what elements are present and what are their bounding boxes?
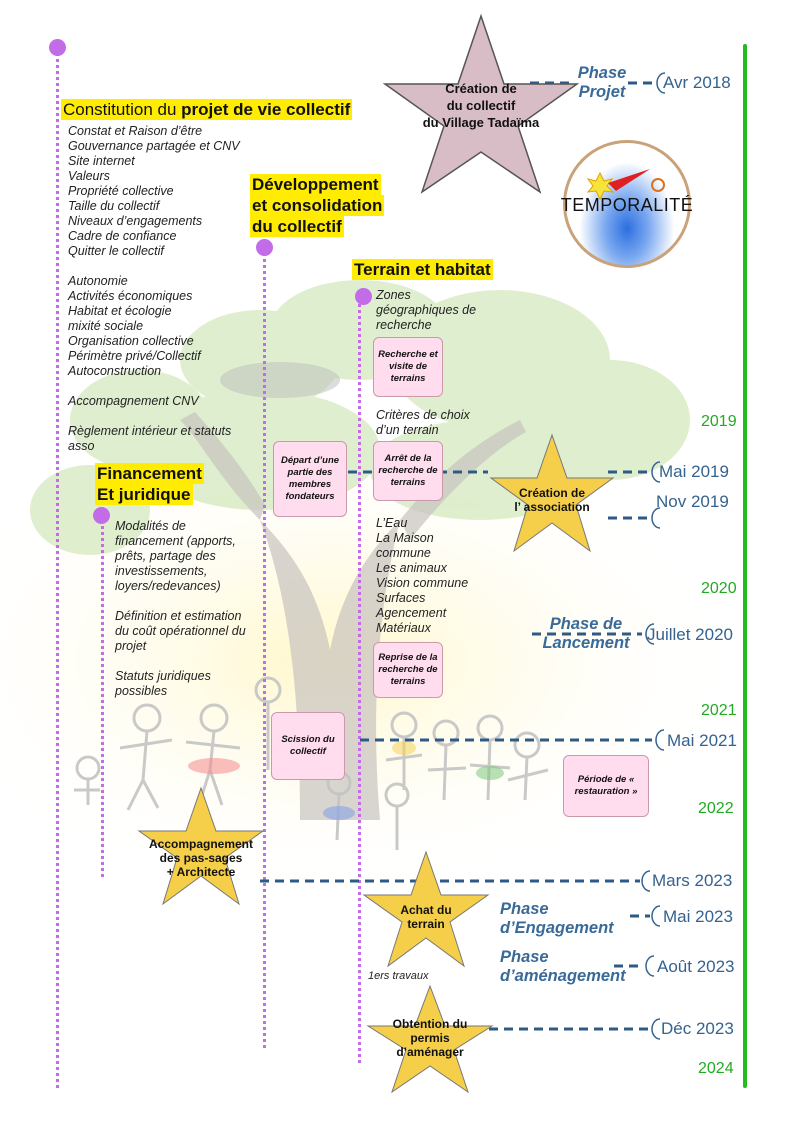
box-arret-recherche: Arrêt de la recherche de terrains: [373, 441, 443, 501]
timeline-dot-financement: [93, 507, 110, 524]
timeline-dot-constitution: [49, 39, 66, 56]
premiers-travaux: 1ers travaux: [368, 970, 429, 982]
date-mai-2023: Mai 2023: [663, 907, 733, 926]
main-star-shape: [383, 14, 579, 194]
date-dec-2023: Déc 2023: [661, 1019, 734, 1038]
date-mai-2019: Mai 2019: [659, 462, 729, 481]
developpement-title: Développement et consolidation du collec…: [250, 174, 385, 237]
box-recherche-terrains: Recherche et visite de terrains: [373, 337, 443, 397]
date-mars-2023: Mars 2023: [652, 871, 733, 890]
date-aout-2023: Août 2023: [657, 957, 735, 976]
timeline-dot-terrain: [355, 288, 372, 305]
date-mai-2021: Mai 2021: [667, 731, 737, 750]
box-depart-fondateurs: Départ d’une partie des membres fondateu…: [273, 441, 347, 517]
star-association: [489, 433, 615, 553]
timeline-dot-developpement: [256, 239, 273, 256]
date-juillet-2020: Juillet 2020: [647, 625, 734, 644]
year-2022: 2022: [698, 800, 734, 817]
sun-icon: [586, 169, 665, 201]
date-nov-2019: Nov 2019: [656, 492, 729, 511]
timeline-developpement: [263, 248, 266, 1048]
timeline-constitution: [56, 48, 59, 1088]
year-2021: 2021: [701, 702, 737, 719]
terrain-title: Terrain et habitat: [352, 259, 493, 280]
financement-title: Financement Et juridique: [95, 463, 204, 505]
star-permis: [366, 984, 494, 1094]
box-scission-collectif: Scission du collectif: [271, 712, 345, 780]
year-2019: 2019: [701, 413, 737, 430]
year-2024: 2024: [698, 1060, 734, 1077]
box-reprise-recherche: Reprise de la recherche de terrains: [373, 642, 443, 698]
star-achat-terrain: [362, 850, 490, 968]
constitution-title: Constitution du projet de vie collectif: [61, 99, 353, 120]
year-2020: 2020: [701, 580, 737, 597]
timeline-financement: [101, 515, 104, 877]
temporalite-logo: TEMPORALITÉ: [561, 140, 693, 268]
logo-text: TEMPORALITÉ: [560, 195, 694, 215]
date-avr-2018: Avr 2018: [663, 73, 731, 92]
green-timeline: [743, 44, 747, 1088]
box-periode-restauration: Période de « restauration »: [563, 755, 649, 817]
timeline-terrain: [358, 297, 361, 1063]
star-accompagnement: [137, 786, 265, 906]
